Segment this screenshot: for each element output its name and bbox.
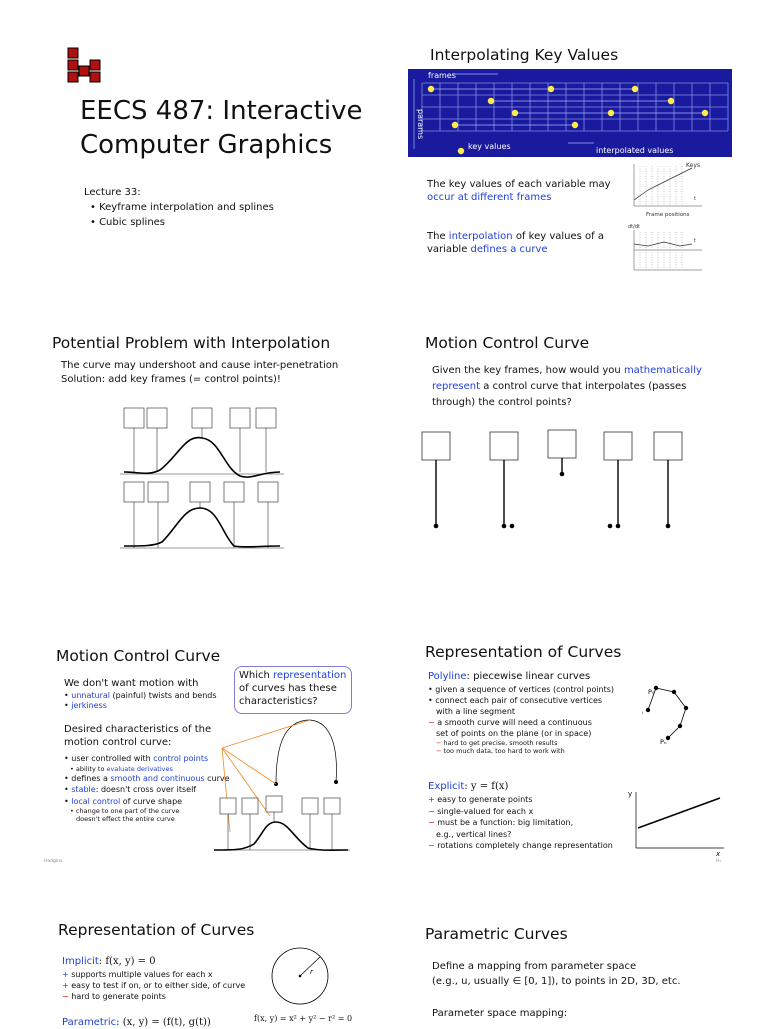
characteristics-list: • user controlled with control points • … (64, 754, 230, 823)
plot-t2-label: t (694, 238, 696, 244)
polyline-list: • given a sequence of vertices (control … (428, 685, 615, 755)
pi-label: Pᵢ (642, 708, 643, 716)
lecture-label: Lecture 33: (84, 187, 141, 198)
slide-title: Potential Problem with Interpolation (52, 334, 331, 352)
parametric-heading: Parametric: (x, y) = (f(t), g(t)) (62, 1017, 211, 1028)
mapping-line1: Define a mapping from parameter space (432, 961, 637, 972)
p0-label: P₀ (648, 688, 655, 696)
interpolation-problem-diagram (120, 407, 284, 549)
desired-heading: Desired characteristics of the motion co… (64, 724, 212, 748)
pn-label: Pₙ (660, 738, 667, 746)
slide-footer: Hₓ (716, 859, 722, 864)
slide-8: Parametric Curves Define a mapping from … (384, 900, 768, 1024)
slide-title: Representation of Curves (425, 643, 622, 661)
motion-curve-diagram (213, 719, 350, 851)
circle-diagram: r (271, 947, 329, 1005)
interpolation-text: The interpolation of key values of a var… (427, 231, 604, 255)
radius-label: r (310, 968, 314, 976)
course-title-line1: EECS 487: Interactive (80, 96, 363, 126)
question-text: Given the key frames, how would you math… (432, 365, 702, 408)
implicit-heading: Implicit: f(x, y) = 0 (62, 956, 156, 967)
key-values-label: key values (468, 142, 511, 151)
key-values-text: The key values of each variable may occu… (427, 179, 611, 203)
slide-1: EECS 487: Interactive Computer Graphics … (0, 0, 384, 300)
polyline-heading: Polyline: piecewise linear curves (428, 671, 591, 682)
slide-footer: Hadgins (44, 859, 63, 864)
params-label: params (416, 109, 425, 139)
university-logo (67, 47, 101, 83)
plot-dt-label: dt/dt (628, 224, 640, 230)
representation-callout: Which representation of curves has these… (234, 666, 352, 714)
explicit-plot: y x (628, 790, 724, 856)
intro-text: We don't want motion with (64, 678, 199, 689)
slide-4: Motion Control Curve Given the key frame… (384, 300, 768, 600)
slide-title: Interpolating Key Values (430, 46, 619, 64)
slide-title: Motion Control Curve (425, 334, 590, 352)
slide-title: Representation of Curves (58, 921, 255, 939)
undershoot-text: The curve may undershoot and cause inter… (61, 360, 339, 371)
slide-3: Potential Problem with Interpolation The… (0, 300, 384, 600)
explicit-list: + easy to generate points − single-value… (428, 795, 613, 850)
plot-t-label: t (694, 196, 696, 202)
circle-equation: f(x, y) = x² + y² − r² = 0 (254, 1014, 353, 1023)
control-points-diagram (421, 429, 683, 529)
interp-values-label: interpolated values (596, 146, 673, 155)
unwanted-list: • unnatural (painful) twists and bends •… (64, 691, 217, 710)
slide-7: Representation of Curves Implicit: f(x, … (0, 900, 384, 1028)
x-axis-label: x (715, 850, 721, 856)
plot-keys-label: Keys (686, 162, 700, 169)
slide-title: Parametric Curves (425, 925, 568, 943)
slide-2: Interpolating Key Values (384, 0, 768, 300)
frame-positions-label: Frame positions (646, 212, 690, 218)
frames-label: frames (428, 71, 456, 80)
lecture-topic-2: • Cubic splines (90, 217, 166, 228)
lecture-topic-1: • Keyframe interpolation and splines (90, 202, 274, 213)
mapping-line2: (e.g., u, usually ∈ [0, 1]), to points i… (432, 976, 681, 987)
keys-plot-small: Keys t Frame positions dt/dt t (628, 162, 702, 271)
polyline-diagram: P₀ Pᵢ Pₙ (642, 685, 689, 746)
implicit-list: + supports multiple values for each x + … (62, 970, 246, 1001)
keyframe-grid-diagram: frames params key values interpolated va… (408, 69, 732, 157)
slide-title: Motion Control Curve (56, 647, 221, 665)
slide-5: Motion Control Curve We don't want motio… (0, 600, 384, 900)
parameter-space-mapping: Parameter space mapping: (432, 1008, 568, 1019)
solution-text: Solution: add key frames (= control poin… (61, 374, 281, 385)
slide-6: Representation of Curves Polyline: piece… (384, 600, 768, 900)
y-axis-label: y (628, 790, 632, 798)
explicit-heading: Explicit: y = f(x) (428, 781, 509, 792)
course-title-line2: Computer Graphics (80, 130, 333, 160)
